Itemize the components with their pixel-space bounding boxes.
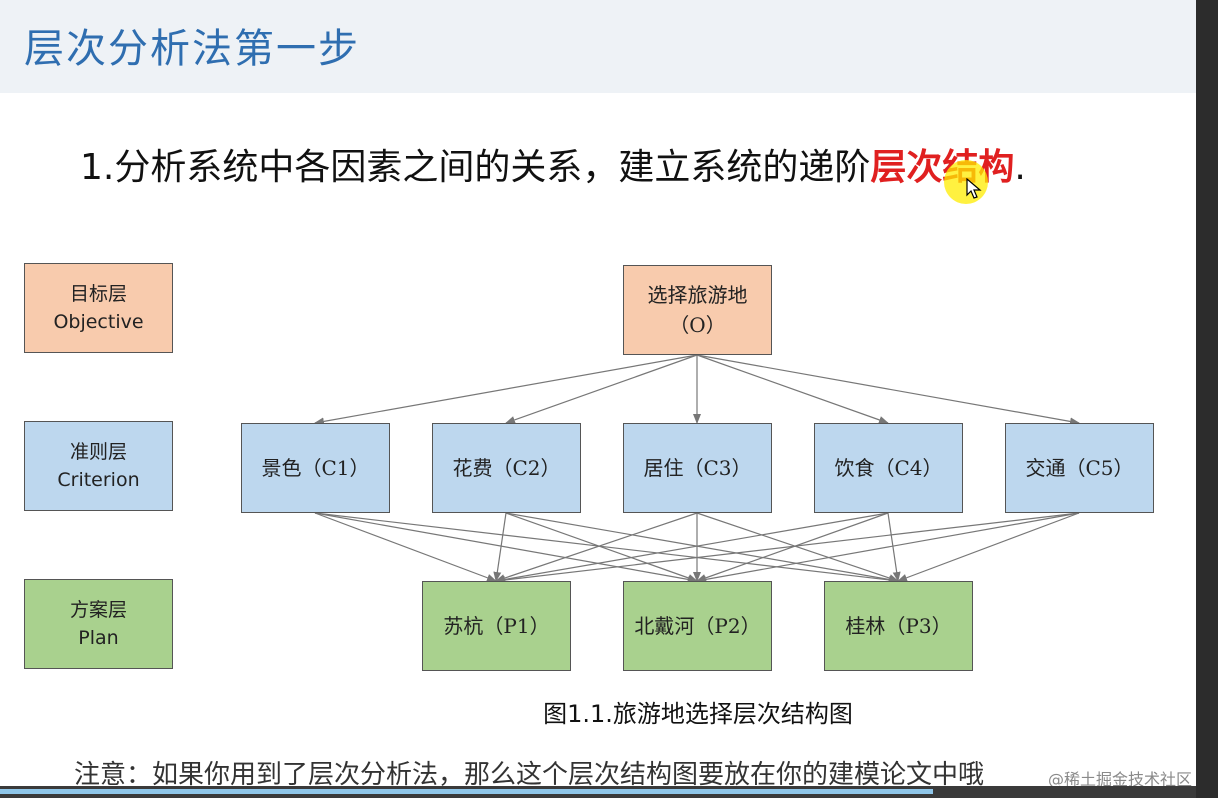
node-plan-p3-label: 桂林（P3） xyxy=(845,614,952,638)
node-criterion-c5-label: 交通（C5） xyxy=(1025,456,1134,480)
layer-criterion-cn: 准则层 xyxy=(69,441,127,463)
edge-o-c4 xyxy=(696,354,889,424)
edge-c4-p3 xyxy=(887,512,901,582)
layer-criterion-en: Criterion xyxy=(57,469,140,491)
edge-c5-p3 xyxy=(897,512,1080,582)
edge-o-c2 xyxy=(505,354,698,424)
layer-objective: 目标层 Objective xyxy=(24,263,173,353)
layer-objective-cn: 目标层 xyxy=(69,283,127,305)
edge-c1-p3 xyxy=(314,512,899,584)
edge-c5-p1 xyxy=(495,512,1080,584)
headline-accent: 层次结构 xyxy=(870,147,1015,188)
edge-c3-p1 xyxy=(495,512,698,582)
node-plan-p2-label: 北戴河（P2） xyxy=(634,614,761,638)
edge-c1-p1 xyxy=(314,512,497,582)
edge-c1-p2 xyxy=(314,512,698,584)
layer-plan-en: Plan xyxy=(78,627,119,649)
edge-c2-p3 xyxy=(505,512,899,584)
edge-c4-p1 xyxy=(495,512,889,584)
node-objective: 选择旅游地 （O） xyxy=(623,265,772,355)
edge-o-c1 xyxy=(314,354,698,426)
slide-title: 层次分析法第一步 xyxy=(24,26,360,72)
cursor-highlight xyxy=(944,160,988,204)
title-band xyxy=(0,0,1196,93)
layer-plan-cn: 方案层 xyxy=(69,599,127,621)
node-criterion-c5: 交通（C5） xyxy=(1005,423,1154,513)
window-edge xyxy=(1196,0,1218,798)
layer-criterion: 准则层 Criterion xyxy=(24,421,173,511)
node-criterion-c3-label: 居住（C3） xyxy=(643,456,752,480)
node-criterion-c3: 居住（C3） xyxy=(623,423,772,513)
footnote: 注意：如果你用到了层次分析法，那么这个层次结构图要放在你的建模论文中哦 xyxy=(74,760,985,790)
layer-objective-en: Objective xyxy=(53,311,144,333)
node-plan-p1: 苏杭（P1） xyxy=(422,581,571,671)
edge-c3-p3 xyxy=(696,512,899,582)
edge-c5-p2 xyxy=(696,512,1080,584)
node-plan-p1-label: 苏杭（P1） xyxy=(443,614,550,638)
layer-plan: 方案层 Plan xyxy=(24,579,173,669)
node-criterion-c1: 景色（C1） xyxy=(241,423,390,513)
headline-period: . xyxy=(1014,147,1026,188)
video-progress-bar[interactable] xyxy=(0,786,1196,798)
edge-c2-p2 xyxy=(505,512,698,582)
node-criterion-c4-label: 饮食（C4） xyxy=(834,456,943,480)
node-plan-p3: 桂林（P3） xyxy=(824,581,973,671)
node-criterion-c4: 饮食（C4） xyxy=(814,423,963,513)
watermark: @稀土掘金技术社区 xyxy=(1048,770,1193,789)
edge-c2-p1 xyxy=(493,512,507,582)
headline: 1.分析系统中各因素之间的关系，建立系统的递阶层次结构. xyxy=(80,138,1026,190)
headline-text: 1.分析系统中各因素之间的关系，建立系统的递阶 xyxy=(80,147,871,188)
node-objective-label: 选择旅游地 xyxy=(647,283,748,307)
node-criterion-c2-label: 花费（C2） xyxy=(452,456,561,480)
node-objective-code: （O） xyxy=(669,313,726,337)
figure-caption: 图1.1.旅游地选择层次结构图 xyxy=(543,700,853,728)
node-plan-p2: 北戴河（P2） xyxy=(623,581,772,671)
node-criterion-c2: 花费（C2） xyxy=(432,423,581,513)
video-progress-fill xyxy=(0,789,933,794)
edge-o-c5 xyxy=(696,354,1080,426)
node-criterion-c1-label: 景色（C1） xyxy=(261,456,370,480)
mouse-pointer-icon xyxy=(966,178,982,199)
